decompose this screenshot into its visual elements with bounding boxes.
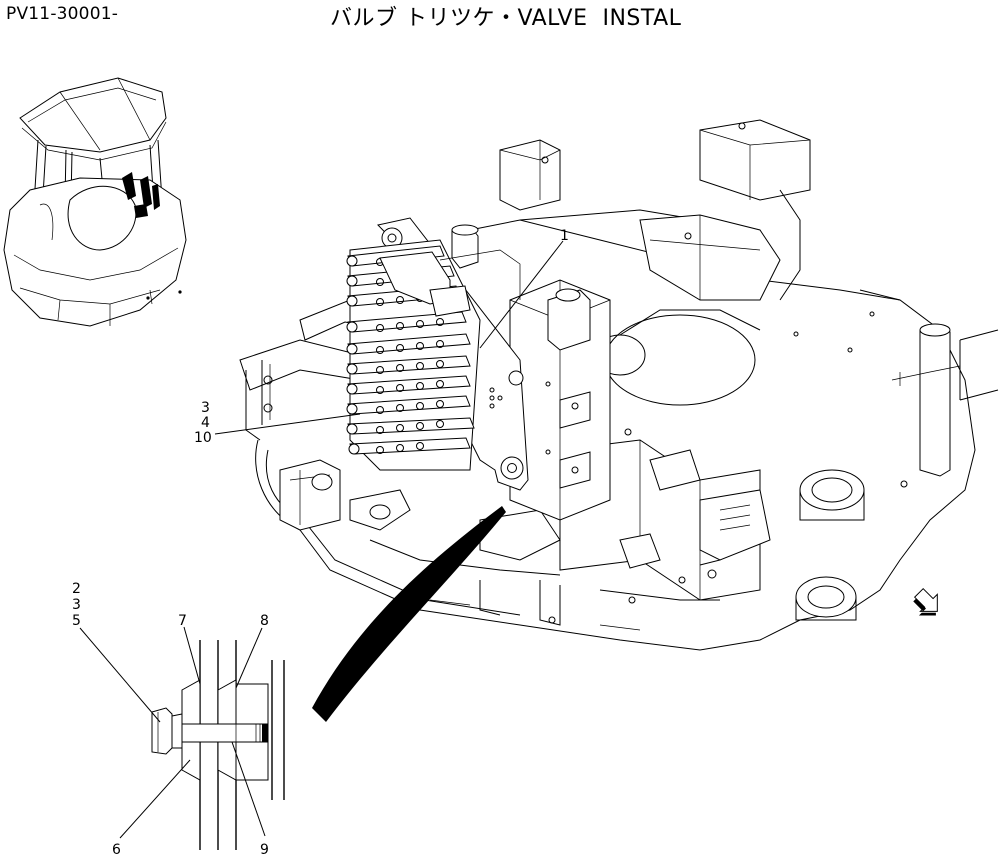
callout-5: 5 (72, 613, 81, 629)
callout-1: 1 (560, 228, 569, 244)
page-title: バルブ トリツケ・VALVE INSTAL (330, 6, 682, 31)
detail-pointer-wedge (312, 506, 506, 722)
swivel-joint (439, 224, 521, 300)
callout-3b: 3 (72, 597, 81, 613)
callout-labels: 1 3 4 10 2 3 5 7 8 6 9 (72, 228, 569, 858)
callout-9: 9 (260, 842, 269, 858)
callout-6: 6 (112, 842, 121, 858)
valve-bracket (509, 279, 611, 521)
valve-mounting-plate (377, 217, 529, 491)
bolt-detail-view (151, 640, 285, 850)
part-code: PV11-30001- (6, 4, 119, 24)
callout-8: 8 (260, 613, 269, 629)
leader-lines (79, 240, 564, 839)
machine-overview-icon (3, 77, 187, 327)
callout-2: 2 (72, 581, 81, 597)
callout-4: 4 (201, 415, 210, 431)
callout-10: 10 (194, 430, 212, 446)
callout-7: 7 (178, 613, 187, 629)
front-direction-arrow-icon (913, 587, 938, 616)
control-valve (346, 239, 481, 471)
callout-3a: 3 (201, 400, 210, 416)
